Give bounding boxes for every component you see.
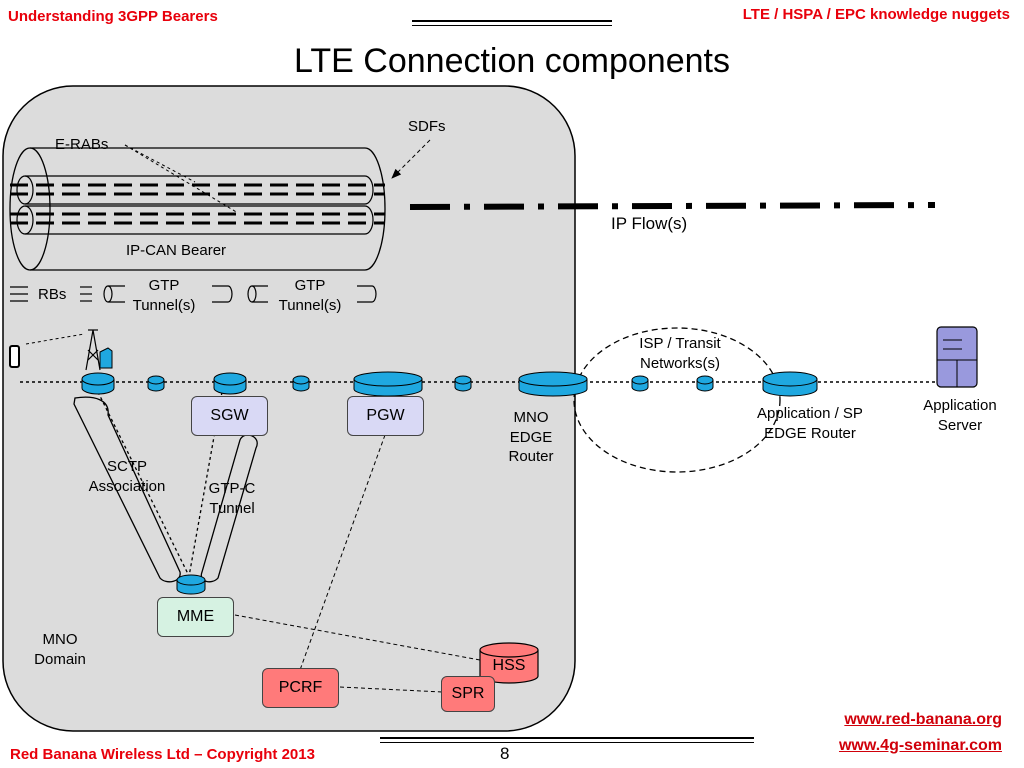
sdf-lines [10, 183, 385, 225]
enodeb-router-icon [81, 372, 115, 395]
header-rule-top [412, 20, 612, 22]
app-server-line2: Server [937, 416, 983, 434]
rb-gtp-legend [10, 285, 377, 303]
transport-router-icon-2 [292, 375, 310, 392]
ip-can-bearer-label: IP-CAN Bearer [126, 242, 227, 259]
radio-link [25, 333, 85, 345]
enodeb-tower-icon [85, 329, 101, 371]
pcrf-spr-link [339, 686, 443, 693]
app-edge-router-label: Application / SP EDGE Router [740, 404, 880, 443]
footer-rule-bottom [380, 742, 754, 743]
link-4g-seminar[interactable]: www.4g-seminar.com [838, 737, 1002, 754]
ue-phone-icon [9, 345, 20, 368]
sctp-association-label: SCTP Association [80, 457, 174, 496]
sdfs-arrow [391, 139, 431, 179]
isp-transit-cloud [573, 327, 781, 473]
transport-router-icon-3 [454, 375, 472, 392]
pgw-router-icon [353, 371, 423, 397]
header-rule-bottom [412, 25, 612, 26]
gtpc-line1: GTP-C [208, 480, 256, 497]
mno-edge-router-icon [518, 371, 588, 397]
app-edge-router-icon [762, 371, 818, 397]
page-title: LTE Connection components [294, 42, 730, 80]
hss-database-icon [479, 642, 539, 684]
mno-edge-line3: Router [508, 448, 554, 465]
e-rab-pipe-lower [16, 205, 374, 235]
gtp-tunnel-label-2: GTP Tunnel(s) [270, 276, 350, 315]
mno-edge-line2: EDGE [509, 428, 553, 446]
mno-domain-line2: Domain [34, 650, 86, 668]
sctp-signal-path [97, 391, 193, 583]
mno-domain-label: MNO Domain [22, 630, 98, 669]
app-edge-line1: Application / SP [757, 405, 863, 422]
spr-node: SPR [441, 676, 495, 712]
hss-label: HSS [492, 657, 526, 674]
footer-copyright: Red Banana Wireless Ltd – Copyright 2013 [10, 746, 315, 763]
isp-label-line2: Networks(s) [639, 354, 720, 372]
mme-router-icon [176, 574, 206, 595]
page-number: 8 [500, 744, 510, 763]
isp-router-icon-1 [631, 375, 649, 392]
application-server-icon [936, 326, 978, 388]
sdfs-label: SDFs [408, 118, 446, 135]
mno-domain-area [2, 85, 576, 732]
ip-flow-label: IP Flow(s) [611, 214, 688, 233]
e-rab-pipe-upper [16, 175, 374, 205]
rbs-label: RBs [38, 286, 67, 303]
enodeb-box-icon [99, 347, 113, 369]
gtp-tunnel-2-line1: GTP [294, 277, 326, 294]
sctp-line2: Association [88, 477, 166, 495]
isp-router-icon-2 [696, 375, 714, 392]
mno-domain-line1: MNO [42, 631, 78, 648]
transport-router-icon-1 [147, 375, 165, 392]
mno-edge-router-label: MNO EDGE Router [496, 408, 566, 467]
erabs-pointer-1 [124, 144, 196, 183]
gtp-tunnel-label-1: GTP Tunnel(s) [124, 276, 204, 315]
pcrf-node: PCRF [262, 668, 339, 708]
sgw-node: SGW [191, 396, 268, 436]
mme-node: MME [157, 597, 234, 637]
sctp-line1: SCTP [106, 458, 147, 475]
erabs-label: E-RABs [55, 136, 109, 153]
ip-can-bearer-pipe [9, 147, 386, 271]
app-server-line1: Application [923, 397, 997, 414]
gtp-tunnel-2-line2: Tunnel(s) [278, 296, 342, 314]
gtp-tunnel-1-line1: GTP [148, 277, 180, 294]
app-edge-line2: EDGE Router [764, 424, 856, 442]
gtp-tunnel-1-line2: Tunnel(s) [132, 296, 196, 314]
gtp-c-tunnel-label: GTP-C Tunnel [196, 479, 268, 518]
erabs-pointer-2 [124, 144, 239, 214]
isp-transit-label: ISP / Transit Networks(s) [615, 334, 745, 373]
pgw-node: PGW [347, 396, 424, 436]
footer-rule-top [380, 737, 754, 739]
sgw-router-icon [213, 372, 247, 395]
link-red-banana[interactable]: www.red-banana.org [844, 711, 1002, 728]
gtpc-line2: Tunnel [209, 499, 255, 517]
mno-edge-line1: MNO [513, 409, 549, 426]
header-left: Understanding 3GPP Bearers [8, 8, 218, 25]
ip-flow-line [409, 202, 936, 210]
header-right: LTE / HSPA / EPC knowledge nuggets [742, 6, 1010, 23]
sctp-association-tube [73, 396, 181, 583]
application-server-label: Application Server [910, 396, 1010, 435]
isp-label-line1: ISP / Transit [639, 335, 721, 352]
